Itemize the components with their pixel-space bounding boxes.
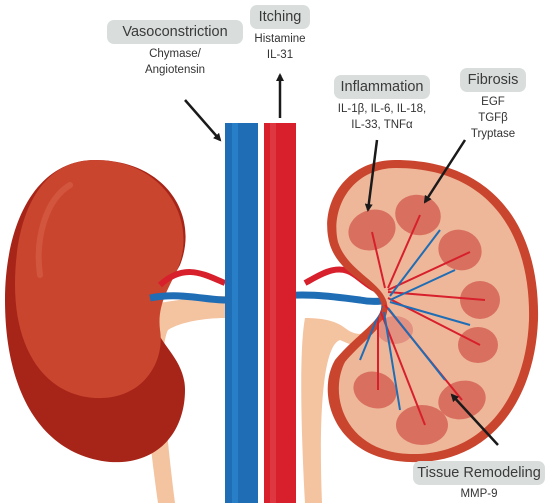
tissue-remodeling-line1: MMP-9 (460, 488, 498, 500)
left-renal-vessels (149, 269, 227, 304)
inflammation-label: Inflammation (334, 75, 430, 99)
left-ureter (144, 296, 225, 503)
tissue-remodeling-label: Tissue Remodeling (413, 461, 545, 485)
inflammation-arrow (364, 139, 379, 212)
inflammation-line2: IL-33, TNFα (351, 119, 413, 131)
vasoconstriction-arrow (184, 99, 222, 142)
vasoconstriction-label: Vasoconstriction (107, 20, 243, 44)
left-kidney (5, 160, 186, 463)
fibrosis-line1: EGF (481, 96, 505, 108)
fibrosis-line2: TGFβ (478, 112, 508, 124)
vasoconstriction-line1: Chymase/ (149, 48, 201, 60)
inflammation-line1: IL-1β, IL-6, IL-18, (337, 103, 427, 115)
fibrosis-label: Fibrosis (460, 68, 526, 92)
itching-label: Itching (250, 5, 310, 29)
aorta (264, 123, 296, 503)
tissue-remodeling-detail: MMP-9 (439, 486, 519, 502)
tissue-remodeling-arrow (450, 393, 499, 446)
arrows (184, 73, 499, 446)
fibrosis-arrow (423, 139, 467, 204)
right-kidney (327, 160, 539, 463)
vasoconstriction-line2: Angiotensin (144, 64, 206, 76)
itching-line2: IL-31 (266, 49, 294, 61)
itching-line1: Histamine (254, 33, 306, 45)
right-ureter (301, 318, 380, 503)
vasoconstriction-detail: Chymase/ Angiotensin (107, 46, 243, 78)
fibrosis-line3: Tryptase (470, 128, 516, 140)
medulla-pyramids (348, 194, 500, 445)
vena-cava (225, 123, 258, 503)
fibrosis-detail: EGF TGFβ Tryptase (453, 94, 533, 142)
inflammation-detail: IL-1β, IL-6, IL-18, IL-33, TNFα (322, 101, 442, 133)
itching-detail: Histamine IL-31 (240, 31, 320, 63)
